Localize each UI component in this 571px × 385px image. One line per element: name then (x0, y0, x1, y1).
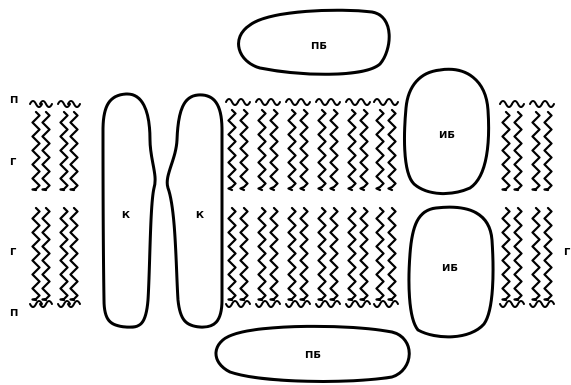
polar-top-label: П (10, 95, 18, 106)
lipid-head (386, 99, 398, 105)
peripheral-protein-top-label: ПБ (311, 41, 327, 52)
lipid-head (512, 101, 524, 107)
lipid-tail (515, 208, 522, 300)
lipid-tail (301, 208, 308, 300)
channel-protein-left-label: К (122, 210, 131, 221)
lipid-tail (259, 110, 266, 190)
lipid-tail (377, 110, 384, 190)
lipid-head (530, 301, 542, 307)
channel-protein-right-label: К (196, 210, 205, 221)
lipid-tail (349, 110, 356, 190)
lipid-tail (389, 110, 396, 190)
lipid-head (226, 301, 238, 307)
lipid-tail (229, 208, 236, 300)
lipid-tail (61, 208, 68, 300)
channel-protein-right (167, 95, 222, 327)
lipid-head (298, 99, 310, 105)
lipid-tail (61, 112, 68, 190)
lipid-tail (377, 208, 384, 300)
lipid-head (374, 99, 386, 105)
lipid-tail (503, 112, 510, 190)
lipid-tail (389, 208, 396, 300)
lipid-tail (43, 208, 50, 300)
lipid-tail (545, 112, 552, 190)
lipid-head (238, 301, 250, 307)
lipid-head (226, 99, 238, 105)
lipid-head (316, 99, 328, 105)
integral-protein-top-label: ИБ (439, 130, 455, 141)
lipid-tail (361, 110, 368, 190)
lipid-head (500, 101, 512, 107)
lipid-head (512, 301, 524, 307)
lipid-head (238, 99, 250, 105)
lipid-tail (33, 208, 40, 300)
lipid-head (328, 301, 340, 307)
integral-protein-bottom-label: ИБ (442, 263, 458, 274)
lipid-tail (331, 110, 338, 190)
lipid-head (256, 301, 268, 307)
lipid-tail (33, 112, 40, 190)
lipid-head (374, 301, 386, 307)
lipid-tail (71, 208, 78, 300)
lipid-tail (533, 208, 540, 300)
lipid-tail (271, 110, 278, 190)
lipid-tail (229, 110, 236, 190)
lipid-tail (319, 208, 326, 300)
lipid-tail (545, 208, 552, 300)
lipid-head (500, 301, 512, 307)
lipid-tail (319, 110, 326, 190)
lipid-tail (241, 110, 248, 190)
lipid-head (530, 101, 542, 107)
right-edge-label: Г (564, 247, 571, 258)
lipid-tail (301, 110, 308, 190)
lipid-tail (361, 208, 368, 300)
lipid-head (286, 99, 298, 105)
hydrophobic-bottom-label: Г (10, 247, 17, 258)
lipid-tail (289, 110, 296, 190)
lipid-tail (349, 208, 356, 300)
lipid-tail (71, 112, 78, 190)
lipid-tail (289, 208, 296, 300)
hydrophobic-top-label: Г (10, 157, 17, 168)
lipid-head (542, 101, 554, 107)
polar-bottom-label: П (10, 308, 18, 319)
lipid-head (346, 99, 358, 105)
lipid-tail (259, 208, 266, 300)
peripheral-protein-bottom-label: ПБ (305, 350, 321, 361)
lipid-tail (271, 208, 278, 300)
lipid-head (316, 301, 328, 307)
lipid-head (346, 301, 358, 307)
lipid-head (256, 99, 268, 105)
lipid-tail (331, 208, 338, 300)
lipid-tail (503, 208, 510, 300)
lipid-head (542, 301, 554, 307)
lipid-head (268, 301, 280, 307)
lipid-tail (241, 208, 248, 300)
lipid-head (328, 99, 340, 105)
lipid-head (286, 301, 298, 307)
lipid-head (268, 99, 280, 105)
lipid-head (386, 301, 398, 307)
lipid-tail (533, 112, 540, 190)
lipid-head (298, 301, 310, 307)
lipid-tail (515, 112, 522, 190)
lipid-head (358, 301, 370, 307)
lipid-tail (43, 112, 50, 190)
lipid-head (358, 99, 370, 105)
